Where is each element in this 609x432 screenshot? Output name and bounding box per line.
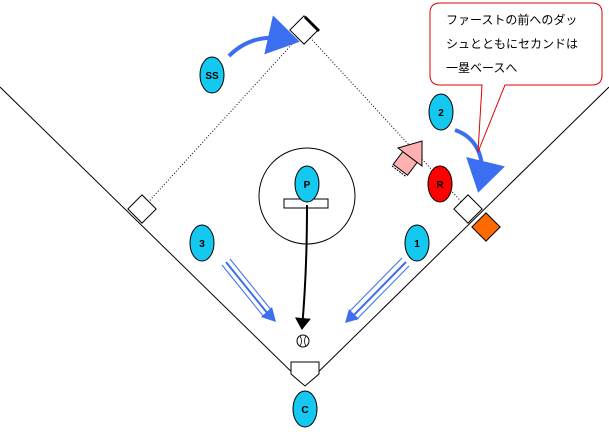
home-plate-icon (290, 361, 320, 387)
third-base (127, 194, 157, 224)
runner-lead-arrow (391, 140, 423, 178)
first-base (453, 194, 483, 224)
player-runner-label: R (436, 180, 444, 191)
player-pitcher: P (294, 165, 320, 203)
shortstop-move-arrow (227, 15, 300, 58)
callout-line-1: ファーストの前へのダッ (446, 12, 577, 27)
player-catcher: C (292, 390, 318, 428)
player-second-baseman: 2 (428, 93, 454, 131)
second-base (289, 15, 321, 45)
first-baseman-move-arrow (345, 257, 410, 323)
player-third-baseman-label: 3 (199, 239, 205, 250)
player-shortstop-label: SS (205, 71, 219, 82)
player-pitcher-label: P (304, 180, 311, 191)
player-first-baseman-label: 1 (414, 239, 420, 250)
player-runner: R (427, 165, 453, 203)
callout-bubble: ファーストの前へのダッ シュとともにセカンドは 一塁ベースへ (429, 2, 603, 153)
first-base-highlight (471, 212, 501, 242)
second-baseman-move-arrow (454, 128, 506, 193)
player-third-baseman: 3 (189, 224, 215, 262)
player-first-baseman: 1 (404, 224, 430, 262)
baseball-icon (296, 334, 310, 348)
callout-line-3: 一塁ベースへ (446, 61, 517, 75)
player-second-baseman-label: 2 (438, 108, 444, 119)
player-catcher-label: C (301, 405, 308, 416)
third-baseman-move-arrow (221, 258, 276, 322)
base-path-second-to-third (141, 30, 305, 210)
player-shortstop: SS (199, 56, 225, 94)
first-base-foul-line (304, 86, 609, 386)
ball-trajectory (294, 204, 311, 330)
third-base-foul-line (0, 86, 306, 386)
callout-line-2: シュとともにセカンドは (446, 37, 578, 51)
